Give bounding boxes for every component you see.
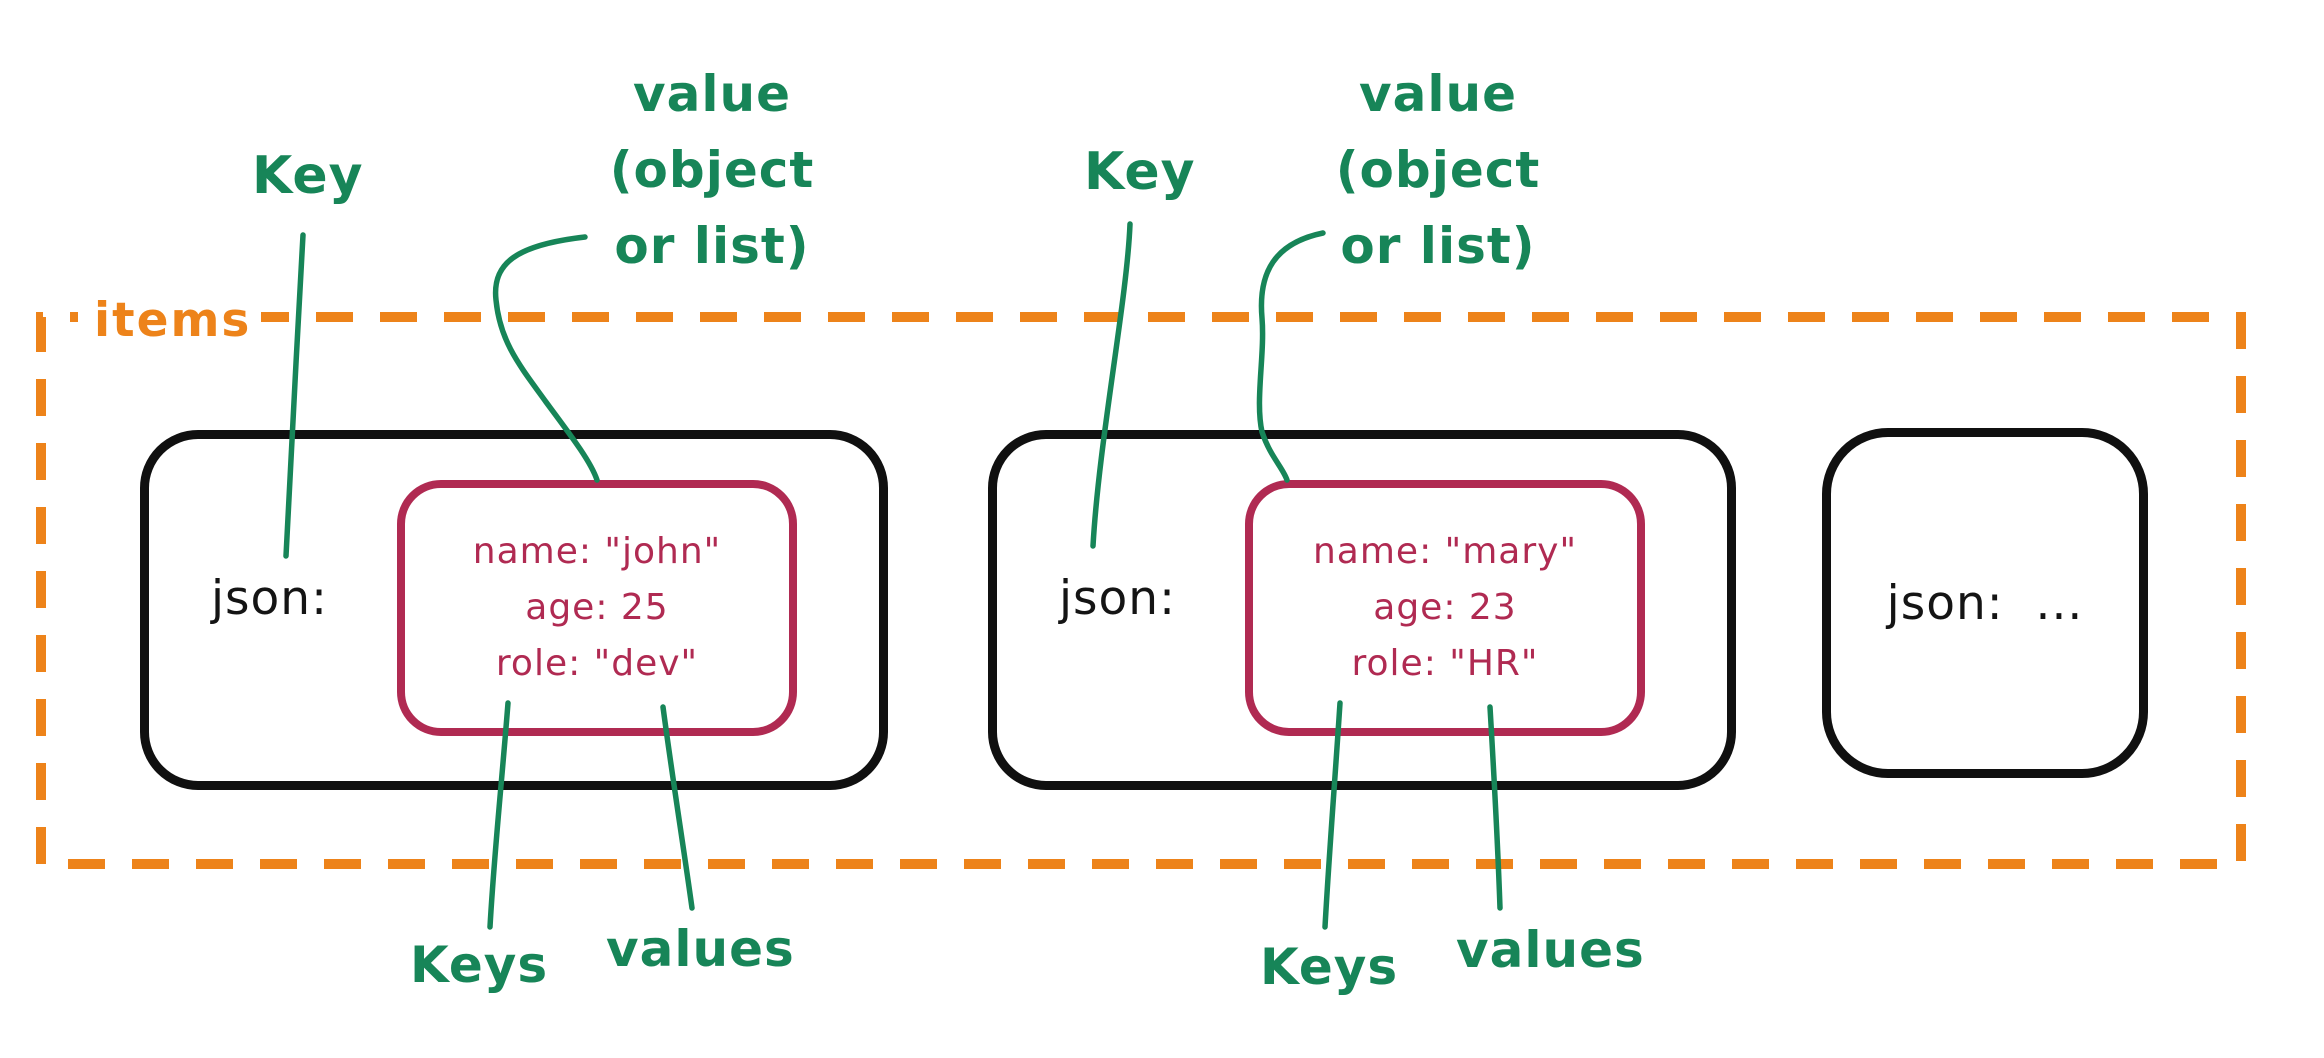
ellipsis-text: ... — [2035, 575, 2084, 631]
object-value-box-1: name: "john" age: 25 role: "dev" — [397, 480, 797, 736]
value-annotation-line: value — [1359, 65, 1517, 123]
object-pair-role: role: "dev" — [495, 643, 699, 684]
object-pair-age: age: 23 — [1373, 587, 1517, 628]
key-annotation-right: Key — [1084, 142, 1196, 202]
keys-annotation-left: Keys — [410, 936, 549, 994]
items-array-label: items — [84, 293, 262, 348]
value-annotation-line: or list) — [1340, 217, 1536, 275]
json-key-label-3: json: — [1886, 575, 2004, 631]
key-annotation-left: Key — [252, 146, 364, 206]
object-pair-role: role: "HR" — [1351, 643, 1539, 684]
object-pair-name: name: "mary" — [1312, 531, 1578, 572]
json-key-label-2: json: — [1059, 571, 1176, 626]
list-item-card-2: json: name: "mary" age: 23 role: "HR" — [988, 430, 1736, 790]
json-key-label-1: json: — [211, 571, 328, 626]
json-key-ellipsis: json: ... — [1887, 576, 2084, 631]
list-item-card-1: json: name: "john" age: 25 role: "dev" — [140, 430, 888, 790]
object-pair-name: name: "john" — [472, 531, 722, 572]
list-item-card-more: json: ... — [1822, 428, 2148, 778]
value-annotation-line: (object — [1335, 141, 1541, 199]
value-annotation-line: (object — [609, 141, 815, 199]
values-annotation-right: values — [1456, 921, 1645, 979]
value-annotation-left: value (object or list) — [582, 56, 842, 284]
value-annotation-line: or list) — [614, 217, 810, 275]
value-annotation-line: value — [633, 65, 791, 123]
values-annotation-left: values — [606, 920, 795, 978]
keys-annotation-right: Keys — [1260, 938, 1399, 996]
value-annotation-right: value (object or list) — [1308, 56, 1568, 284]
object-value-box-2: name: "mary" age: 23 role: "HR" — [1245, 480, 1645, 736]
object-pair-age: age: 25 — [525, 587, 669, 628]
